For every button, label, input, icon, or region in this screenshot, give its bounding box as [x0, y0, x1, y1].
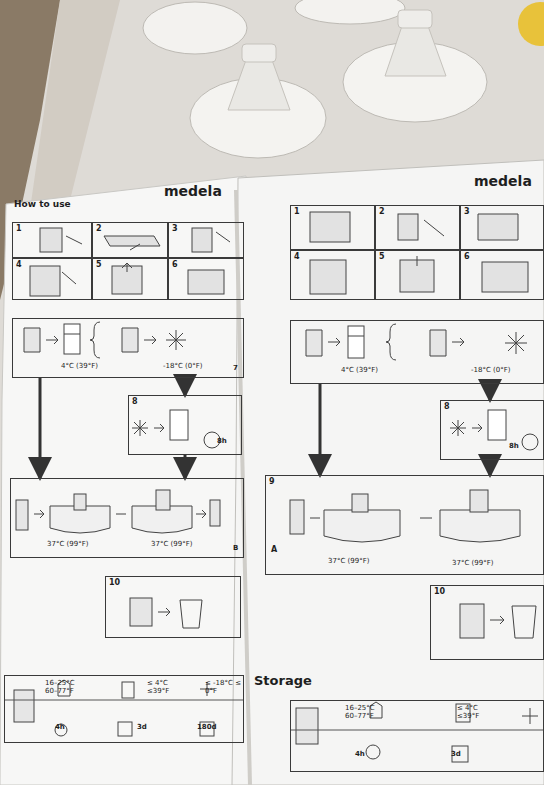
bag-fold [236, 190, 250, 785]
breast-shields [143, 0, 544, 158]
step-panel: 4°C (39°F) -18°C (0°F) 7 [12, 318, 244, 378]
marble-vein [30, 0, 120, 210]
callout-number: 5 [96, 261, 102, 270]
printed-text: 4°C (39°F) [341, 367, 378, 375]
step-panel: 1 [290, 205, 375, 250]
step-panel: 6 [168, 258, 244, 300]
storage-table: 16–25°C 60–77°F 4h ≤ 4°C ≤39°F 3d [290, 700, 544, 772]
brand-name: medela [164, 184, 222, 199]
step-panel: 4 [12, 258, 92, 300]
flow-arrow [489, 460, 492, 475]
section-heading: Storage [254, 674, 312, 688]
callout-number: 9 [269, 478, 275, 487]
flow-arrow [489, 384, 492, 400]
step-panel: 10 [430, 585, 544, 660]
callout-number: 3 [172, 225, 178, 234]
section-heading: How to use [14, 200, 71, 210]
printed-text: -18°C (0°F) [471, 367, 511, 375]
step-panel: 6 [460, 250, 544, 300]
callout-number: 2 [379, 208, 385, 217]
printed-text: ≤ 4°C ≤39°F [457, 705, 497, 720]
flow-arrow [184, 378, 187, 395]
callout-number: 2 [96, 225, 102, 234]
step-panel: 8 8h [128, 395, 242, 455]
printed-text: 37°C (99°F) [47, 541, 88, 549]
step-panel: 5 [92, 258, 168, 300]
printed-text: 4°C (39°F) [61, 363, 98, 371]
callout-number: 3 [464, 208, 470, 217]
callout-number: 4 [294, 253, 300, 262]
callout-number: 6 [464, 253, 470, 262]
right-bag-outline [232, 160, 544, 785]
brand-name: medela [474, 174, 532, 189]
callout-number: 5 [379, 253, 385, 262]
callout-number: 6 [172, 261, 178, 270]
step-panel: 8 8h [440, 400, 544, 460]
printed-text: 3d [451, 751, 461, 759]
printed-text: ≤ 4°C ≤39°F [147, 680, 183, 695]
printed-text: 37°C (99°F) [452, 560, 493, 568]
printed-text: 4h [355, 751, 365, 759]
callout-number: 7 [233, 365, 238, 373]
step-panel: 1 [12, 222, 92, 258]
printed-text: -18°C (0°F) [163, 363, 203, 371]
printed-text: ≤ -18°C ≤ 0°F [205, 680, 241, 695]
callout-number: 8 [132, 398, 138, 407]
printed-text: 37°C (99°F) [151, 541, 192, 549]
step-panel: 37°C (99°F) 37°C (99°F) B [10, 478, 244, 558]
printed-text: 180d [197, 724, 217, 732]
printed-text: 8h [509, 443, 519, 451]
flow-arrow [184, 455, 187, 478]
step-panel: 4°C (39°F) -18°C (0°F) [290, 320, 544, 384]
step-panel: 3 [168, 222, 244, 258]
step-panel: 5 [375, 250, 460, 300]
callout-number: 8 [444, 403, 450, 412]
callout-number: 1 [294, 208, 300, 217]
milk-bag: medelaStorage 1 2 3 4 5 6 4°C (39°F) -18°C (0°F)… [252, 166, 544, 785]
callout-number: 1 [16, 225, 22, 234]
callout-number: A [271, 546, 277, 555]
callout-number: 4 [16, 261, 22, 270]
left-bag-outline [0, 176, 250, 785]
printed-text: 3d [137, 724, 147, 732]
table-grid [4, 700, 544, 730]
step-panel: 10 [105, 576, 241, 638]
callout-number: 10 [109, 579, 120, 588]
step-panel: 9A 37°C (99°F) 37°C (99°F) [265, 475, 544, 575]
printed-text: 8h [217, 438, 227, 446]
storage-table: 16–25°C 60–77°F 4h ≤ 4°C ≤39°F 3d ≤ -18°C ≤ … [4, 675, 244, 743]
step-panel: 2 [92, 222, 168, 258]
printed-text: 4h [55, 724, 65, 732]
step-panel: 4 [290, 250, 375, 300]
callout-number: 10 [434, 588, 445, 597]
callout-number: B [233, 545, 238, 553]
milk-bag: medelaHow to use 1 2 3 4 5 6 4°C (39°F) -18°C (0… [4, 178, 248, 785]
printed-text: 37°C (99°F) [328, 558, 369, 566]
flow-arrow [39, 378, 42, 478]
flow-arrow [319, 384, 322, 475]
printed-text: 16–25°C 60–77°F [45, 680, 85, 695]
step-panel: 2 [375, 205, 460, 250]
step-panel: 3 [460, 205, 544, 250]
printed-text: 16–25°C 60–77°F [345, 705, 385, 720]
